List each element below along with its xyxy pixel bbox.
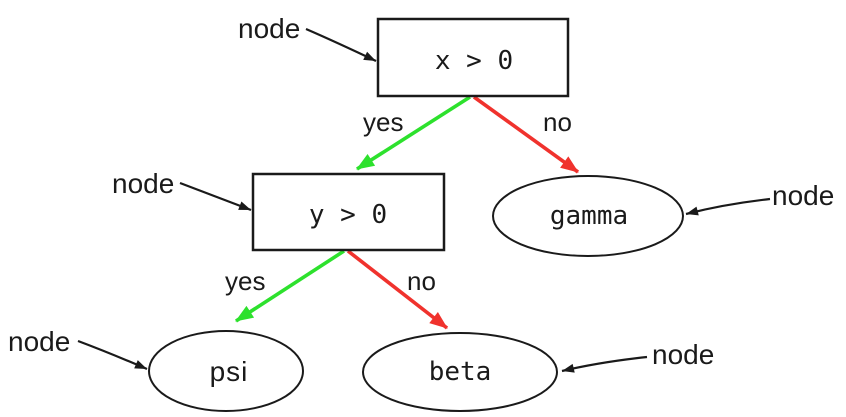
annotation-psi-label: node	[8, 326, 70, 357]
node-gamma-label: gamma	[550, 201, 628, 231]
node-psi-ellipse	[148, 330, 304, 412]
annotation-root: node	[238, 13, 377, 62]
annotation-psi-arrow	[77, 339, 148, 371]
annotation-gamma-label: node	[772, 180, 834, 211]
edges	[235, 95, 580, 330]
node-root-box	[376, 17, 570, 98]
annotation-gamma: node	[685, 180, 834, 216]
edge-y-yes-label: yes	[225, 266, 265, 296]
node-y-label: y > 0	[309, 200, 387, 230]
node-beta-label: beta	[429, 357, 492, 387]
annotations: node node node node node	[8, 13, 834, 373]
edge-root-no-label: no	[543, 107, 572, 137]
node-gamma-ellipse	[492, 175, 684, 257]
annotation-root-arrow	[305, 27, 377, 62]
edge-y-no-label: no	[407, 266, 436, 296]
annotation-y: node	[112, 168, 252, 212]
edge-y-no	[346, 249, 449, 330]
node-psi-label: psi	[210, 356, 249, 387]
node-beta-ellipse	[362, 332, 558, 412]
annotation-beta-label: node	[652, 339, 714, 370]
edge-labels: yes no yes no	[225, 107, 572, 296]
edge-root-yes-label: yes	[363, 107, 403, 137]
edge-y-yes	[235, 249, 345, 323]
node-y-box	[251, 172, 446, 252]
annotation-beta-arrow	[561, 355, 648, 373]
edge-root-no	[472, 95, 580, 174]
node-root-label: x > 0	[435, 46, 513, 76]
annotation-y-label: node	[112, 168, 174, 199]
annotation-root-label: node	[238, 13, 300, 44]
node-labels: x > 0 y > 0 gamma psi beta	[210, 46, 629, 387]
annotation-psi: node	[8, 326, 148, 371]
annotation-gamma-arrow	[685, 197, 771, 216]
nodes	[148, 17, 684, 412]
edge-root-yes	[356, 95, 471, 171]
annotation-beta: node	[561, 339, 714, 373]
annotation-y-arrow	[179, 181, 252, 212]
